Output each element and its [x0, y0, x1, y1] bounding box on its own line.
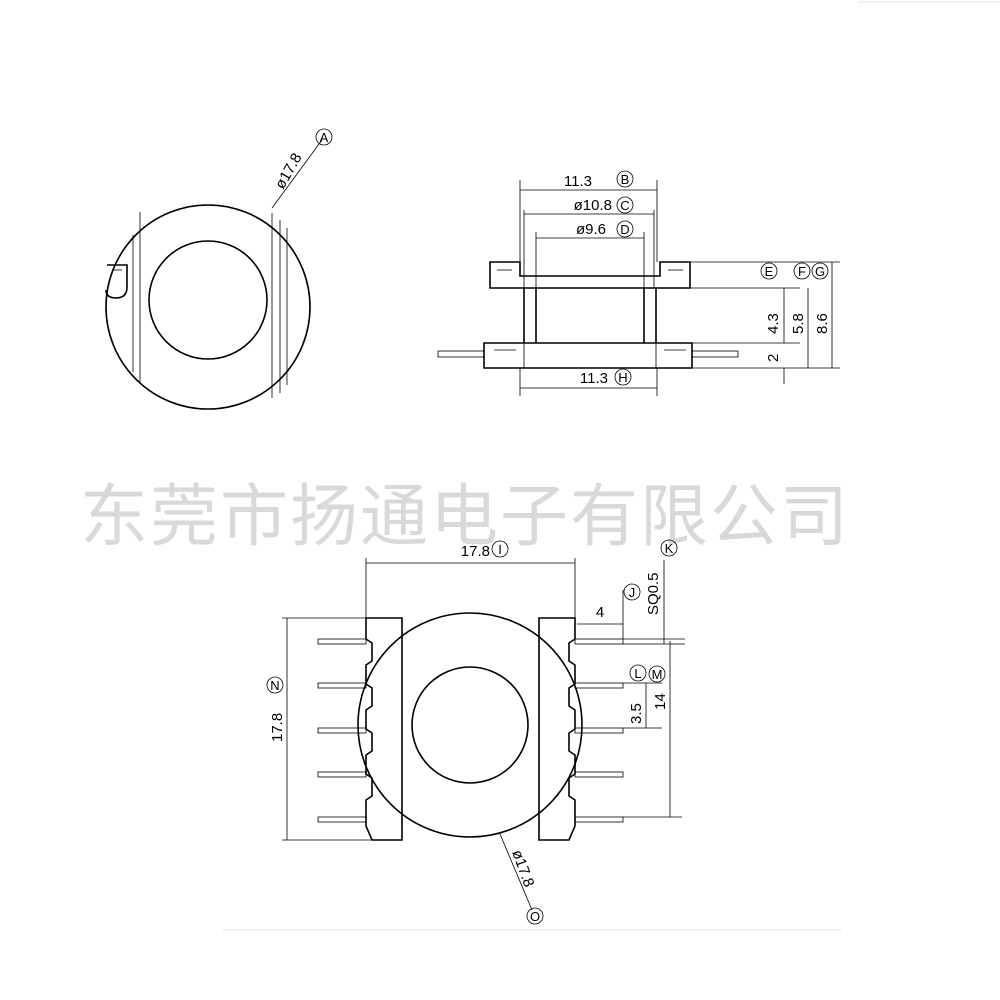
callout-circle: [616, 170, 634, 188]
height-43-label: 4.3: [765, 313, 782, 334]
callout-letter: I: [498, 542, 502, 557]
height-label: 17.8: [269, 713, 286, 742]
callout-circle: [526, 907, 544, 925]
pin-right: [574, 727, 624, 734]
top-flange: [489, 261, 691, 289]
callout-letter: M: [652, 667, 663, 682]
pin-length-label: 4: [596, 604, 604, 621]
height-2-label: 2: [765, 354, 782, 362]
bottom-flange: [483, 342, 693, 369]
body-circle: [357, 612, 583, 838]
pin-right: [691, 350, 739, 358]
diameter-label: ø17.8: [508, 848, 537, 890]
callout-circle: [660, 539, 678, 557]
callout-circle: [793, 262, 811, 280]
pin-left: [437, 350, 485, 358]
callout-letter: A: [320, 130, 329, 145]
callout-letter: B: [621, 172, 630, 187]
pin-left: [317, 727, 367, 734]
pin-right: [574, 682, 624, 689]
callout-circle: [648, 665, 666, 683]
callout-circle: [811, 262, 829, 280]
callout-circle: [616, 220, 634, 238]
callout-circle: [315, 128, 333, 146]
top-left-view: ø17.8 A: [105, 128, 333, 410]
flange-diameter-label: ø10.8: [574, 197, 612, 214]
callout-letter: F: [798, 264, 806, 279]
pin-left: [317, 816, 367, 823]
flange-notch: [105, 264, 128, 299]
callout-letter: D: [620, 222, 629, 237]
pin-left: [317, 771, 367, 778]
left-pin-block: [365, 617, 403, 841]
bore-circle: [148, 240, 268, 360]
width-bottom-label: 11.3: [580, 370, 608, 387]
callout-letter: J: [629, 585, 636, 600]
width-label: 17.8: [461, 543, 490, 560]
right-pin-block: [538, 617, 576, 841]
callout-letter: E: [765, 264, 774, 279]
pitch-label: 3.5: [628, 703, 645, 724]
callout-circle: [623, 583, 641, 601]
inner-diameter-label: ø9.6: [576, 221, 606, 238]
callout-circle: [760, 262, 778, 280]
span-label: 14: [652, 693, 669, 710]
outer-flange-circle: [105, 204, 311, 410]
bore-circle: [411, 666, 529, 784]
pin-size-label: SQ0.5: [645, 572, 662, 615]
diameter-label: ø17.8: [272, 150, 306, 192]
pin-right: [574, 638, 624, 645]
pin-right: [574, 771, 624, 778]
leader-line: [271, 139, 323, 209]
callout-circle: [266, 676, 284, 694]
callout-letter: K: [665, 541, 674, 556]
bottom-view: 17.8 I 4 J SQ0.5 K L 3.5 M 14 17.8: [266, 539, 685, 925]
side-view: 11.3 B ø10.8 C ø9.6 D E F G 4.3 5.8: [437, 170, 840, 396]
width-top-label: 11.3: [564, 173, 592, 190]
callout-letter: H: [618, 370, 627, 385]
pin-left: [317, 682, 367, 689]
pin-left: [317, 638, 367, 645]
callout-letter: L: [634, 666, 641, 681]
callout-letter: O: [530, 909, 540, 924]
callout-circle: [629, 664, 647, 682]
pin-right: [574, 816, 624, 823]
leader-line: [499, 833, 533, 911]
callout-circle: [614, 368, 632, 386]
company-watermark: 东莞市扬通电子有限公司: [80, 478, 850, 557]
callout-letter: C: [620, 198, 629, 213]
callout-circle: [491, 540, 509, 558]
callout-circle: [616, 196, 634, 214]
callout-letter: N: [270, 678, 279, 693]
height-58-label: 5.8: [790, 313, 807, 334]
callout-letter: G: [815, 264, 825, 279]
height-86-label: 8.6: [814, 313, 831, 334]
